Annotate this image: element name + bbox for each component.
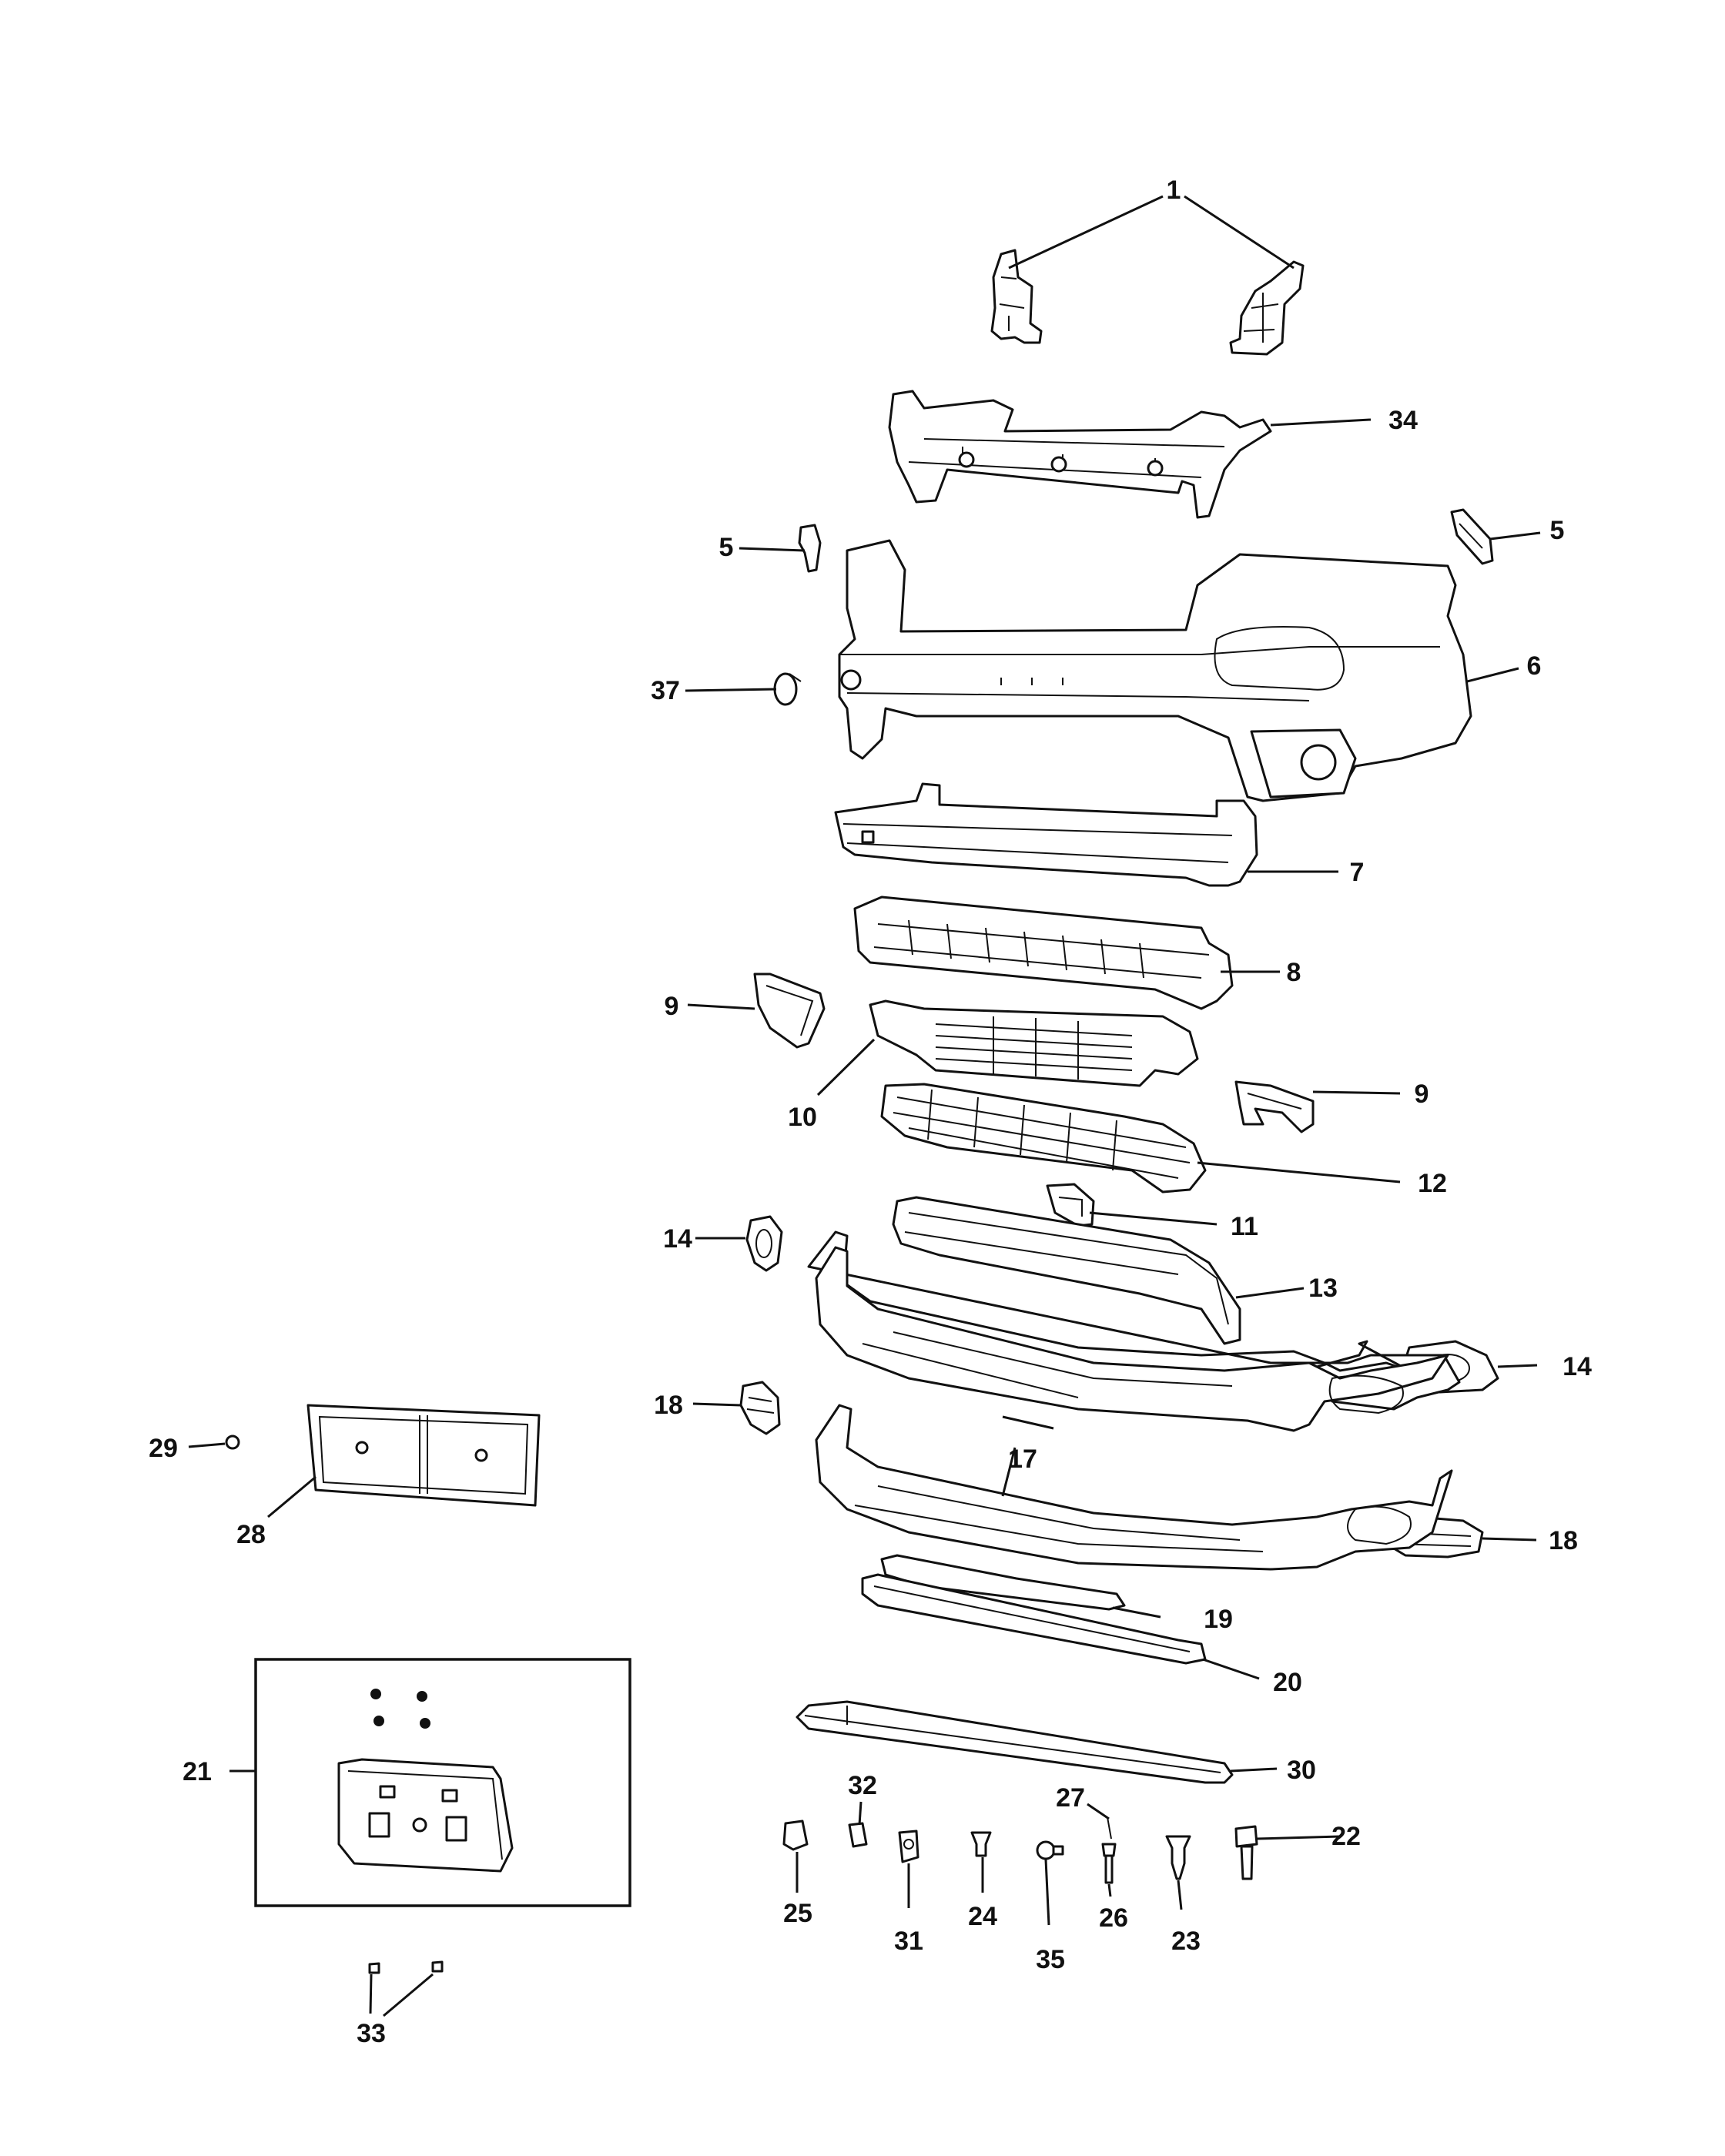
callout-18-left: 18: [654, 1391, 683, 1420]
part-11-bezel: [1046, 1183, 1095, 1227]
callout-24: 24: [968, 1902, 997, 1931]
part-31-u-nut: [898, 1830, 919, 1863]
part-30-splash-shield: [796, 1700, 1234, 1784]
part-27-pin: [1107, 1816, 1112, 1840]
callout-30: 30: [1287, 1756, 1316, 1785]
callout-20: 20: [1273, 1668, 1302, 1697]
callout-14-right: 14: [1563, 1352, 1592, 1381]
callout-7: 7: [1350, 858, 1365, 887]
callout-9-left: 9: [665, 992, 679, 1021]
callout-35: 35: [1036, 1945, 1065, 1974]
callout-31: 31: [894, 1927, 923, 1956]
callout-18-right: 18: [1549, 1526, 1578, 1555]
part-37-plug: [773, 672, 802, 706]
part-9-left-duct: [753, 973, 826, 1049]
part-5-left-bracket: [798, 524, 822, 573]
part-7-reinforcement: [834, 782, 1258, 887]
callout-28: 28: [236, 1520, 266, 1549]
callout-9-right: 9: [1415, 1080, 1429, 1109]
callout-17: 17: [1008, 1445, 1037, 1474]
part-1-brackets: [990, 249, 1305, 356]
part-35-rivet: [1036, 1840, 1064, 1860]
callout-12: 12: [1418, 1169, 1447, 1198]
callout-11: 11: [1231, 1212, 1258, 1241]
part-25-clip: [782, 1820, 809, 1851]
callout-22: 22: [1331, 1822, 1361, 1851]
callout-8: 8: [1287, 958, 1301, 987]
part-23-retainer: [1165, 1835, 1191, 1880]
callout-25: 25: [783, 1899, 812, 1928]
callout-14-left: 14: [663, 1224, 692, 1254]
part-22-bolt: [1234, 1825, 1258, 1880]
part-28-plate-bracket: [306, 1404, 541, 1507]
part-29-fastener: [225, 1435, 240, 1450]
callout-5-left: 5: [719, 533, 734, 562]
leader-lines: [188, 195, 1541, 2017]
callout-34: 34: [1388, 406, 1418, 435]
callout-13: 13: [1308, 1274, 1338, 1303]
part-9-right-duct: [1234, 1080, 1315, 1133]
callout-37: 37: [651, 676, 680, 705]
part-26-stud: [1101, 1843, 1117, 1884]
callout-6: 6: [1527, 651, 1542, 681]
part-17-upper-lower-fascia: [807, 1230, 1461, 1432]
callout-10: 10: [788, 1103, 817, 1132]
part-24-push-pin: [970, 1831, 992, 1857]
part-5-right-bracket: [1450, 508, 1494, 565]
callout-33: 33: [357, 2019, 386, 2048]
part-18-left-trim: [739, 1381, 781, 1435]
part-32-nut: [848, 1822, 868, 1848]
callout-19: 19: [1204, 1605, 1233, 1634]
part-21-plate-kit: [254, 1658, 631, 1907]
callout-5-right: 5: [1550, 516, 1565, 545]
callout-26: 26: [1099, 1903, 1128, 1933]
callout-1: 1: [1167, 176, 1181, 205]
callouts: 1 34 5 5 37 6 7 8 9 9 10 12 11 14 14 13 …: [149, 176, 1592, 2048]
callout-32: 32: [848, 1771, 877, 1800]
callout-23: 23: [1171, 1927, 1201, 1956]
part-13-grille-frame: [892, 1196, 1241, 1345]
callout-29: 29: [149, 1434, 178, 1463]
part-14-left-fog-bezel: [745, 1215, 783, 1272]
part-12-lower-grille: [880, 1083, 1207, 1194]
part-17-lower-fascia: [815, 1404, 1453, 1571]
part-6-bumper-fascia: [838, 539, 1472, 802]
part-34-upper-beam: [888, 390, 1272, 519]
part-33-clips: [368, 1960, 444, 1974]
callout-21: 21: [183, 1757, 212, 1786]
callout-27: 27: [1056, 1783, 1085, 1813]
part-8-absorber: [853, 896, 1234, 1010]
part-10-grille-shutter: [869, 999, 1199, 1087]
